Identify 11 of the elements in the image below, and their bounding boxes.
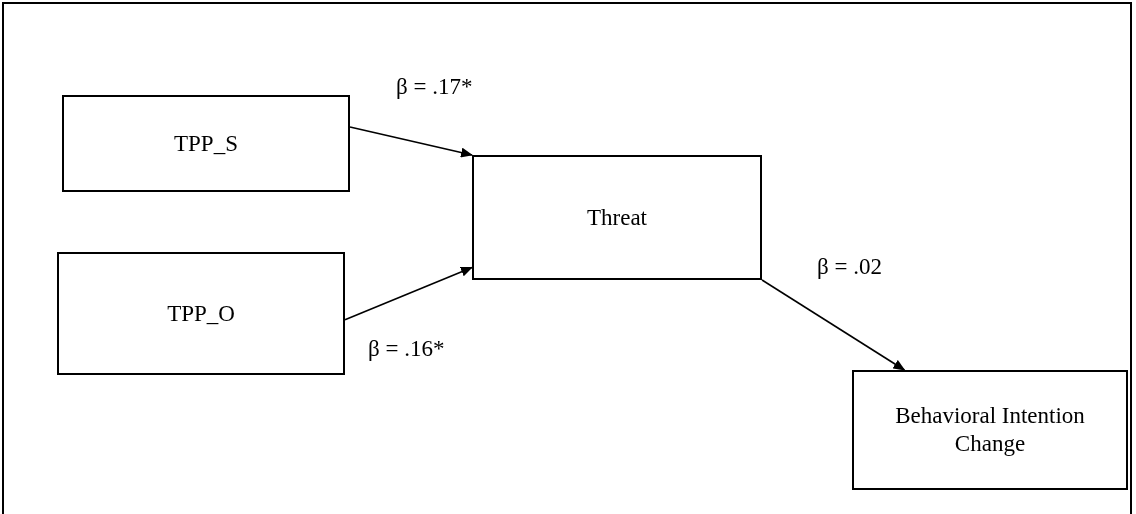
arrow	[349, 126, 473, 158]
box-label: TPP_S	[174, 129, 238, 158]
box-label: Behavioral Intention Change	[894, 402, 1086, 458]
box-label: Threat	[587, 203, 647, 232]
variable-box	[57, 252, 345, 375]
arrow	[344, 266, 473, 321]
variable-box	[852, 370, 1128, 490]
variable-box	[62, 95, 350, 192]
variable-box	[472, 155, 762, 280]
arrow	[761, 279, 906, 371]
box-label: TPP_O	[167, 299, 235, 328]
